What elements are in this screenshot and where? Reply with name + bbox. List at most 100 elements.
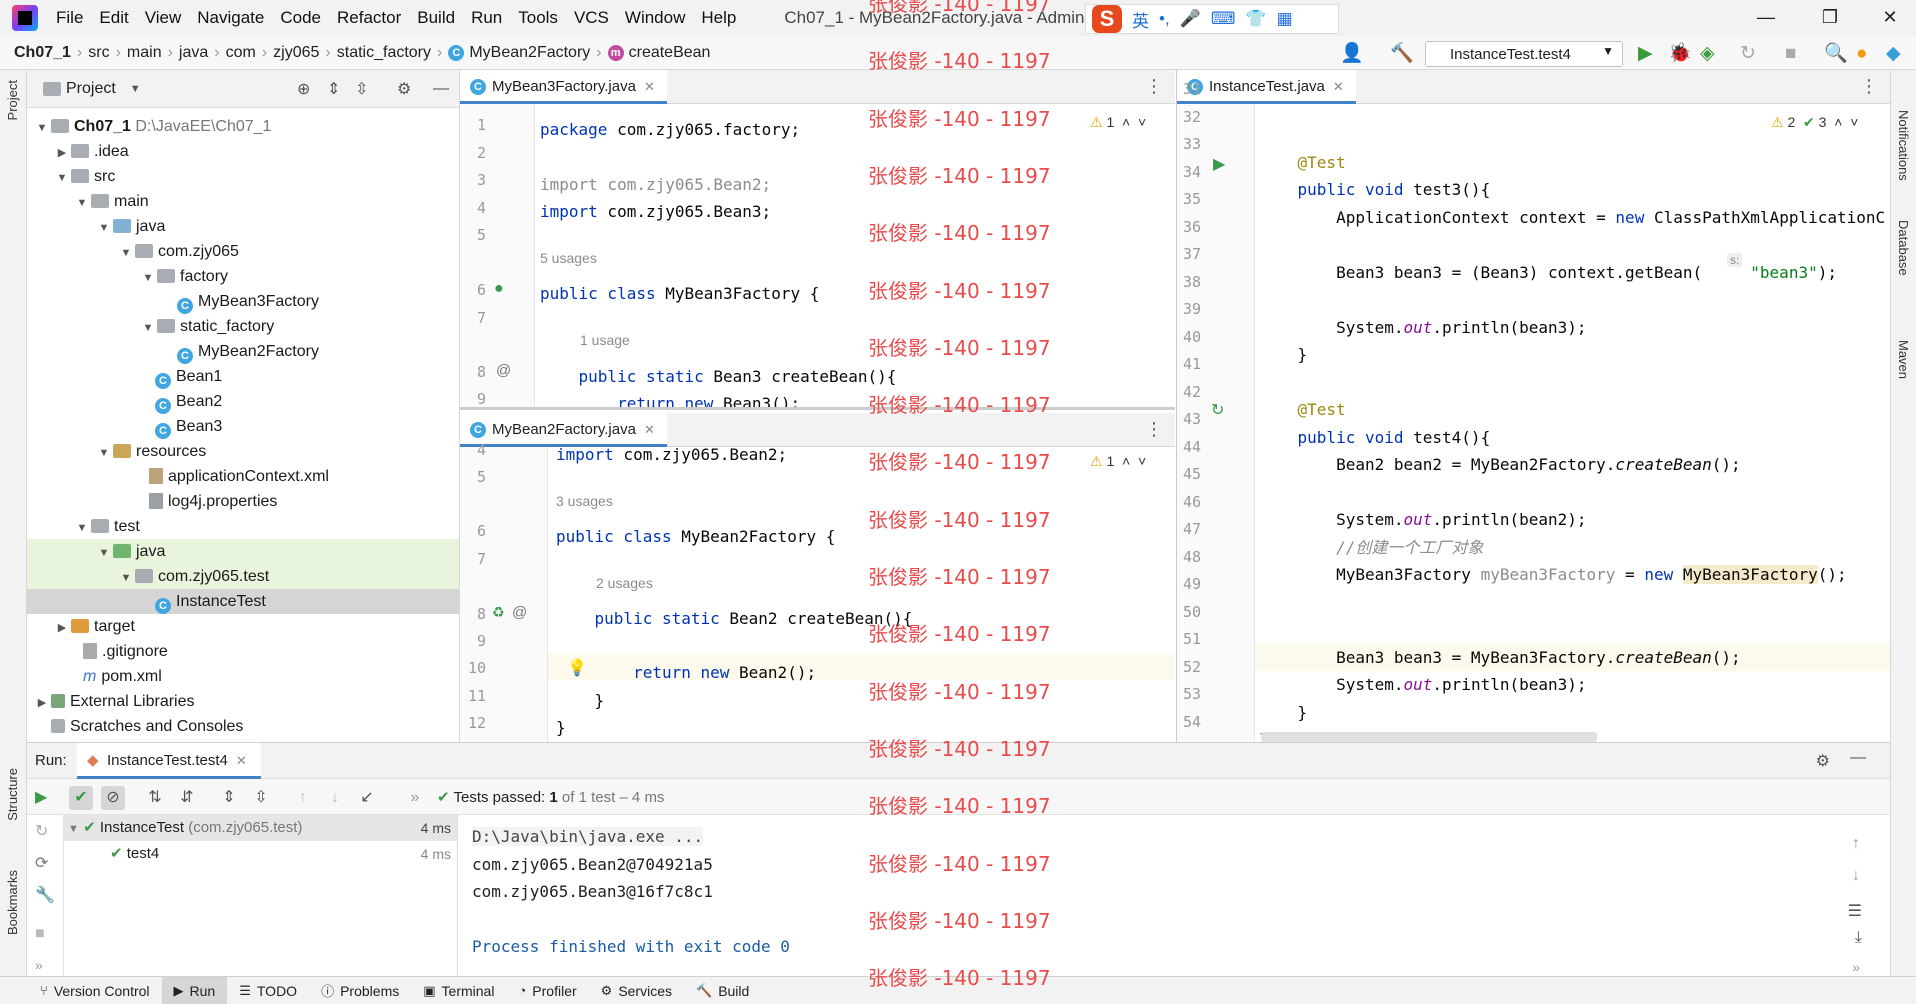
show-ignored-icon[interactable]: ⊘ xyxy=(101,786,125,810)
bookmarks-tool-tab[interactable]: Bookmarks xyxy=(5,870,20,936)
scroll-down-icon[interactable]: ↓ xyxy=(1852,867,1860,884)
code-area[interactable]: @Test public void test3(){ ApplicationCo… xyxy=(1259,152,1886,743)
todo-tab[interactable]: ☰TODO xyxy=(239,982,298,999)
notifications-tool-tab[interactable]: Notifications xyxy=(1896,110,1911,181)
soft-wrap-icon[interactable]: ☰ xyxy=(1847,903,1862,920)
build-tab[interactable]: 🔨Build xyxy=(696,982,750,999)
version-control-tab[interactable]: ⑂Version Control xyxy=(40,982,150,999)
crumb-main[interactable]: main xyxy=(126,43,162,61)
rerun-icon[interactable]: ▶ xyxy=(35,789,48,806)
next-failed-icon[interactable]: ↓ xyxy=(331,789,339,806)
sort-duration-icon[interactable]: ⇵ xyxy=(180,789,194,806)
stop-icon[interactable]: ■ xyxy=(1785,43,1797,64)
menu-help[interactable]: Help xyxy=(701,8,737,27)
tree-item[interactable]: ▼src xyxy=(56,168,116,185)
locate-icon[interactable]: ⊕ xyxy=(297,80,311,98)
ime-lang[interactable]: 英 xyxy=(1132,11,1149,31)
tree-item[interactable]: .gitignore xyxy=(27,639,459,664)
code-area[interactable]: package com.zjy065.factory; import com.z… xyxy=(540,120,897,410)
ime-punct[interactable]: •, xyxy=(1159,9,1170,28)
crumb-src[interactable]: src xyxy=(88,43,110,61)
more-chevron-icon[interactable]: » xyxy=(410,789,420,806)
build-hammer-icon[interactable]: 🔨 xyxy=(1390,43,1414,64)
tree-item[interactable]: ▼java xyxy=(27,539,459,564)
services-tab[interactable]: ⚙Services xyxy=(600,982,672,999)
crumb-method[interactable]: createBean xyxy=(628,43,711,61)
horizontal-scrollbar[interactable] xyxy=(1261,732,1597,742)
project-panel-title[interactable]: Project xyxy=(66,79,116,97)
hide-icon[interactable]: — xyxy=(433,79,449,97)
apps-icon[interactable]: ▦ xyxy=(1276,9,1293,28)
more-chevron-icon[interactable]: » xyxy=(35,957,43,973)
tree-item[interactable]: ▼resources xyxy=(98,443,207,460)
profiler-tab[interactable]: ◔Profiler xyxy=(518,982,577,999)
tree-item[interactable]: ▼Ch07_1 D:\JavaEE\Ch07_1 xyxy=(36,118,272,135)
close-icon[interactable]: ✕ xyxy=(235,753,247,768)
warning-indicator[interactable]: ⚠ 1 ˄ ˅ xyxy=(1090,453,1147,469)
profile-icon[interactable]: ↻ xyxy=(1740,43,1756,64)
close-window-button[interactable]: ✕ xyxy=(1882,7,1898,27)
more-icon[interactable]: ⋮ xyxy=(1145,419,1163,439)
expand-all-icon[interactable]: ⇕ xyxy=(327,80,341,98)
gear-icon[interactable]: ⚙ xyxy=(397,80,412,98)
update-icon[interactable]: ● xyxy=(1856,43,1868,64)
usages-hint[interactable]: 5 usages xyxy=(540,250,597,266)
tree-item[interactable]: ▼static_factory xyxy=(142,318,275,335)
minimize-button[interactable]: — xyxy=(1757,7,1775,27)
code-area[interactable]: import com.zjy065.Bean2; public class My… xyxy=(556,445,913,737)
tree-item[interactable]: log4j.properties xyxy=(27,489,459,514)
structure-tool-tab[interactable]: Structure xyxy=(5,768,20,821)
debug-icon[interactable]: 🐞 xyxy=(1668,43,1692,64)
expand-all-icon[interactable]: ⇕ xyxy=(222,789,236,806)
menu-navigate[interactable]: Navigate xyxy=(197,8,265,27)
run-tab[interactable]: ◆ InstanceTest.test4✕ xyxy=(77,743,261,779)
chevron-down-icon[interactable]: ▼ xyxy=(129,82,141,95)
menu-view[interactable]: View xyxy=(144,8,182,27)
toggle-autotest-icon[interactable]: ⟳ xyxy=(35,855,49,872)
rerun-failed-icon[interactable]: ↻ xyxy=(35,823,49,840)
tab-mybean2factory[interactable]: C MyBean2Factory.java✕ xyxy=(460,413,667,447)
run-test-icon[interactable]: ▶ xyxy=(1213,156,1226,173)
inspection-indicator[interactable]: ⚠ 2 ✔ 3 ˄ ˅ xyxy=(1771,114,1859,130)
test-tree-row[interactable]: ✔ test4 4 ms xyxy=(110,845,451,862)
usages-hint[interactable]: 3 usages xyxy=(556,493,613,509)
database-tool-tab[interactable]: Database xyxy=(1896,220,1911,276)
prev-failed-icon[interactable]: ↑ xyxy=(299,789,307,806)
menu-code[interactable]: Code xyxy=(280,8,321,27)
coverage-icon[interactable]: ◈ xyxy=(1700,43,1715,64)
tree-item[interactable]: ▼com.zjy065 xyxy=(120,243,239,260)
crumb-project[interactable]: Ch07_1 xyxy=(14,43,71,61)
tree-item[interactable]: ▼main xyxy=(76,193,149,210)
scroll-end-icon[interactable]: ⤓ xyxy=(1854,929,1862,946)
annotation-icon[interactable]: @ xyxy=(512,604,528,621)
menu-window[interactable]: Window xyxy=(624,8,686,27)
crumb-class[interactable]: MyBean2Factory xyxy=(469,43,591,61)
jetbrains-icon[interactable]: ◆ xyxy=(1886,43,1901,64)
user-icon[interactable]: 👤 xyxy=(1340,43,1364,64)
maven-tool-tab[interactable]: Maven xyxy=(1896,340,1911,380)
tree-item[interactable]: ▶target xyxy=(57,618,135,635)
microphone-icon[interactable]: 🎤 xyxy=(1179,9,1201,28)
import-tests-icon[interactable]: ↙ xyxy=(360,789,374,806)
tab-mybean3factory[interactable]: C MyBean3Factory.java✕ xyxy=(460,70,667,104)
override-icon[interactable]: ♻ xyxy=(492,604,505,620)
close-icon[interactable]: ✕ xyxy=(643,79,655,94)
hide-icon[interactable]: — xyxy=(1850,749,1866,766)
terminal-tab[interactable]: ▣Terminal xyxy=(423,982,495,999)
collapse-all-icon[interactable]: ⇳ xyxy=(355,80,369,98)
console-output[interactable]: D:\Java\bin\java.exe ... com.zjy065.Bean… xyxy=(457,815,1820,976)
implemented-icon[interactable]: ● xyxy=(494,280,504,297)
close-icon[interactable]: ✕ xyxy=(1332,79,1344,94)
skin-icon[interactable]: 👕 xyxy=(1245,9,1267,28)
tree-item[interactable]: ▼test xyxy=(76,518,140,535)
tree-item[interactable]: ▼com.zjy065.test xyxy=(27,564,459,589)
annotation-icon[interactable]: @ xyxy=(496,362,512,379)
maximize-button[interactable]: ❐ xyxy=(1821,7,1839,27)
menu-vcs[interactable]: VCS xyxy=(573,8,609,27)
